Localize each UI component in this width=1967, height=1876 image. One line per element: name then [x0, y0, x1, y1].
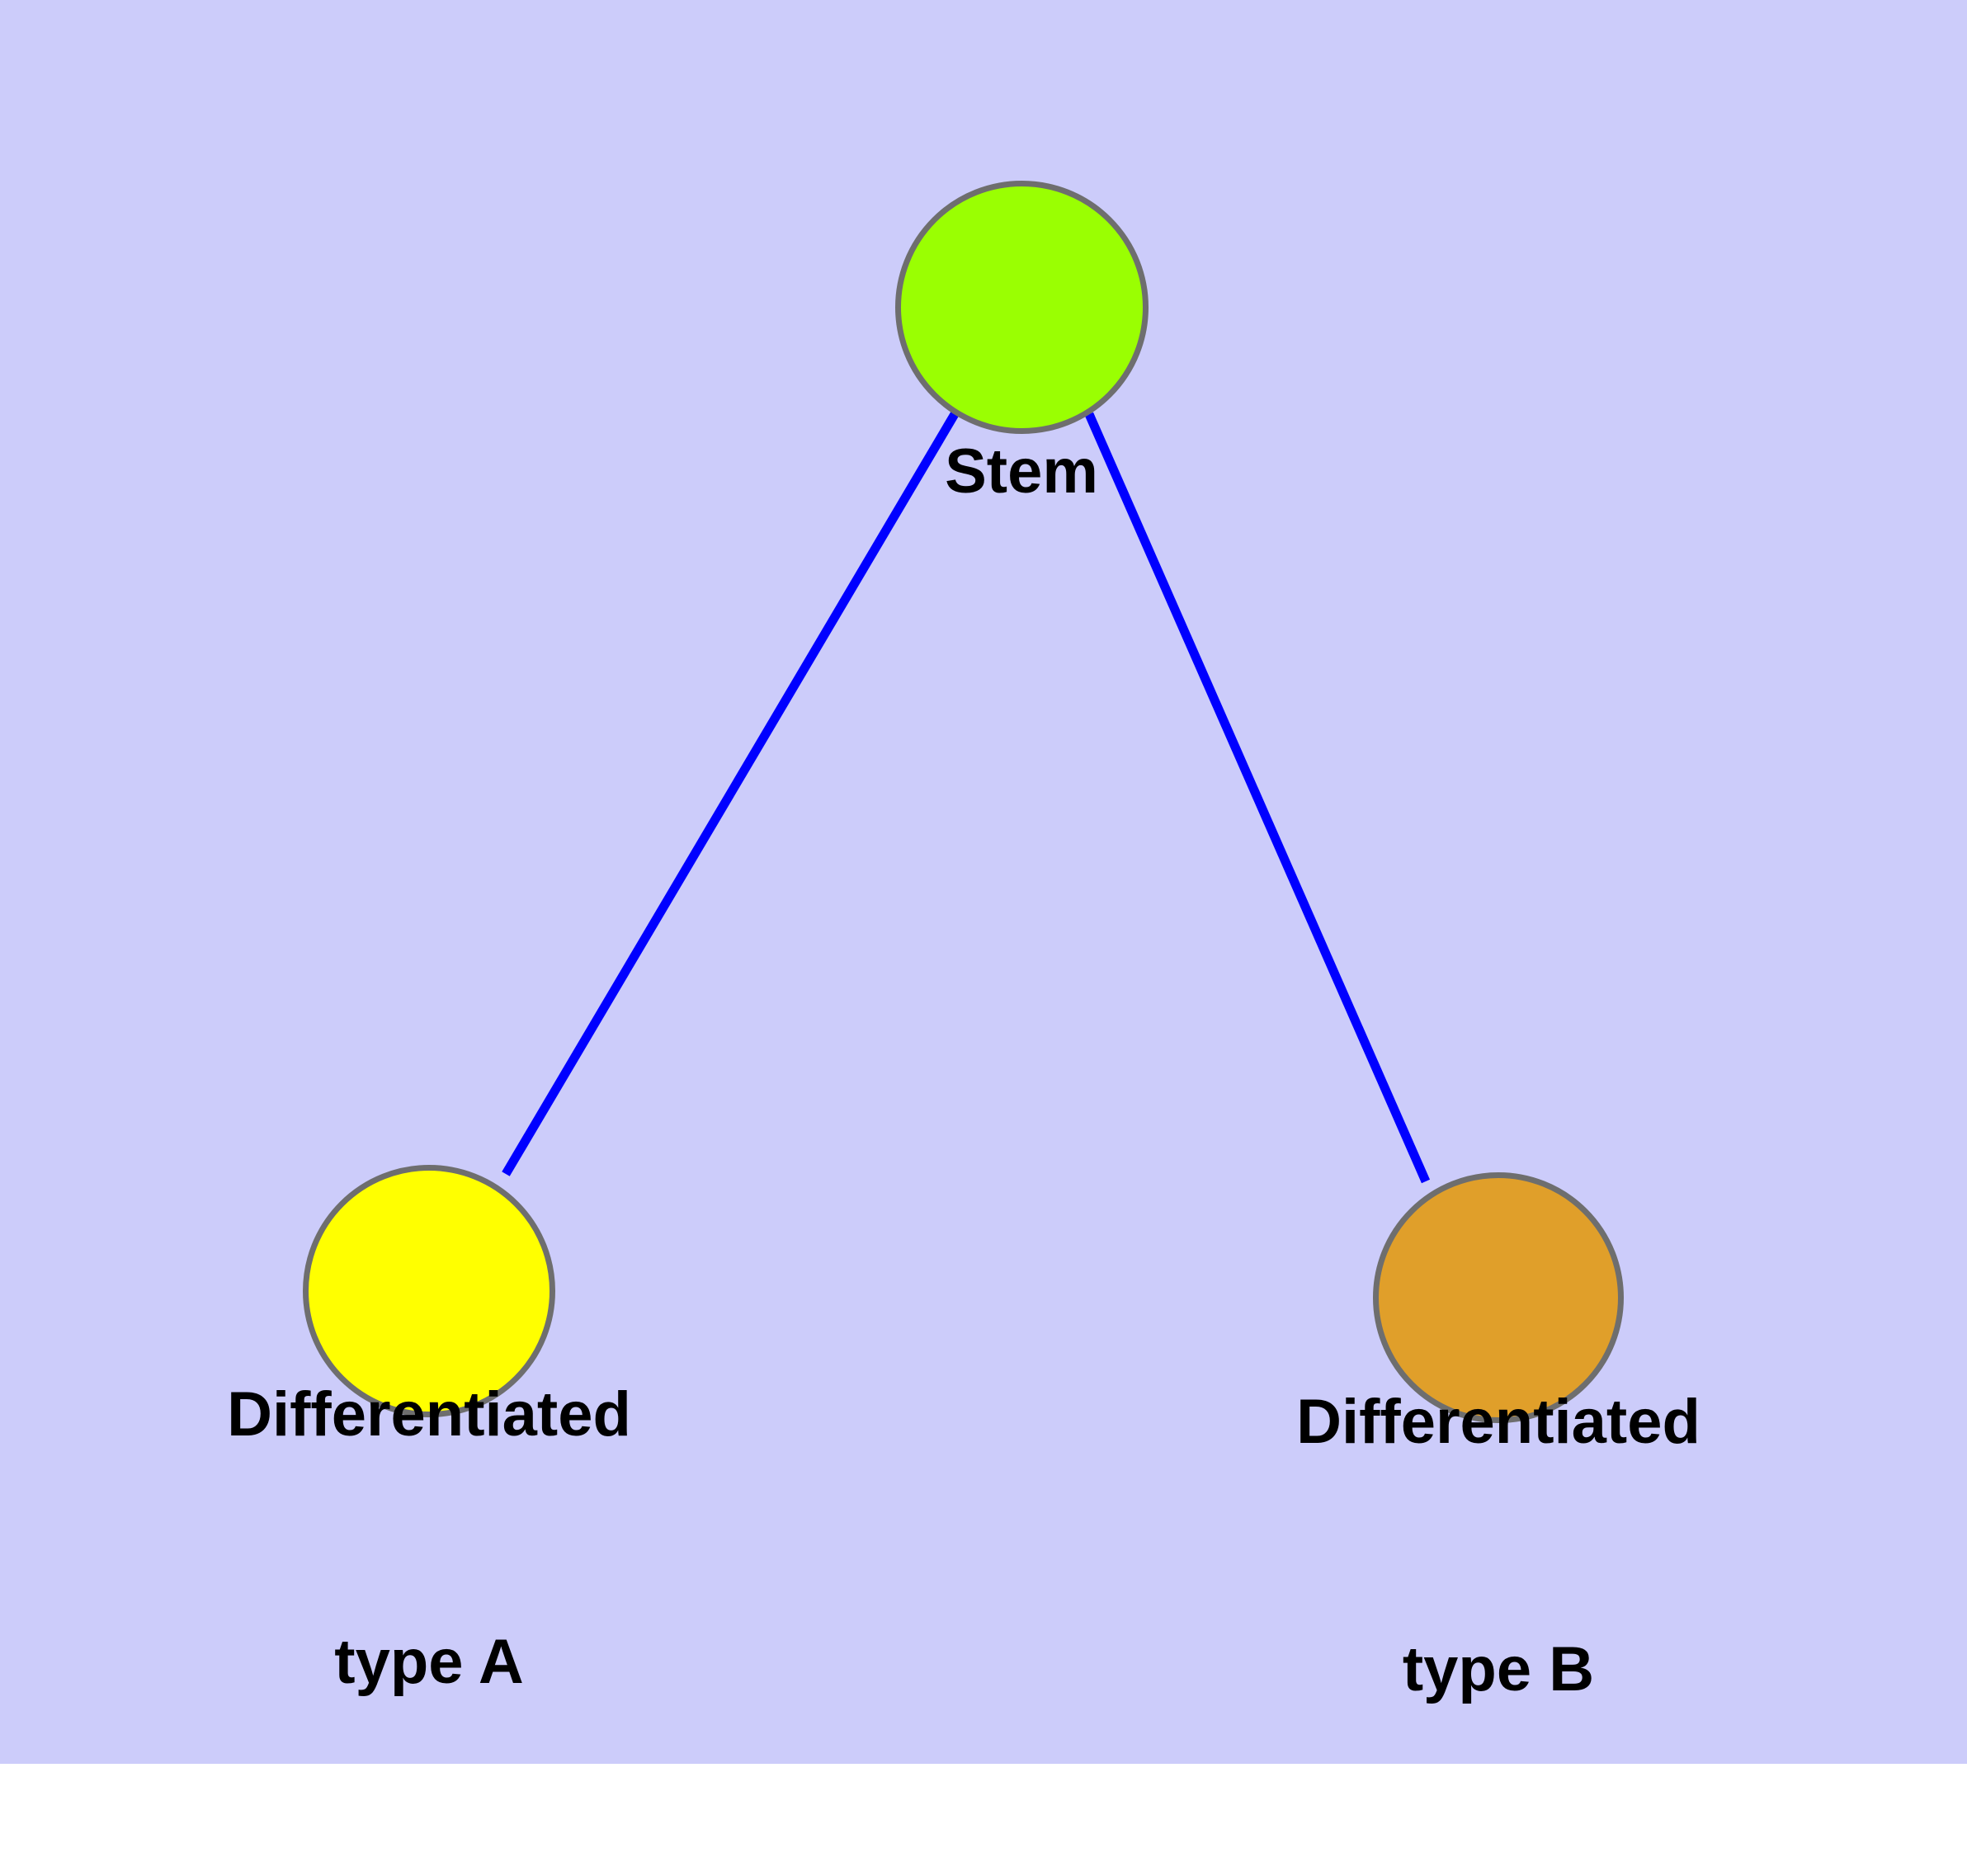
node-differentiated-type-a[interactable] — [303, 1165, 555, 1417]
node-differentiated-type-b[interactable] — [1373, 1172, 1624, 1423]
edge-layer — [502, 412, 1431, 1184]
edge-stem-to-type-a[interactable] — [502, 412, 959, 1176]
diagram-canvas: Stem Differentiated type A Differentiate… — [0, 0, 1967, 1764]
node-stem[interactable] — [895, 181, 1149, 434]
edge-stem-to-type-b[interactable] — [1084, 412, 1431, 1184]
